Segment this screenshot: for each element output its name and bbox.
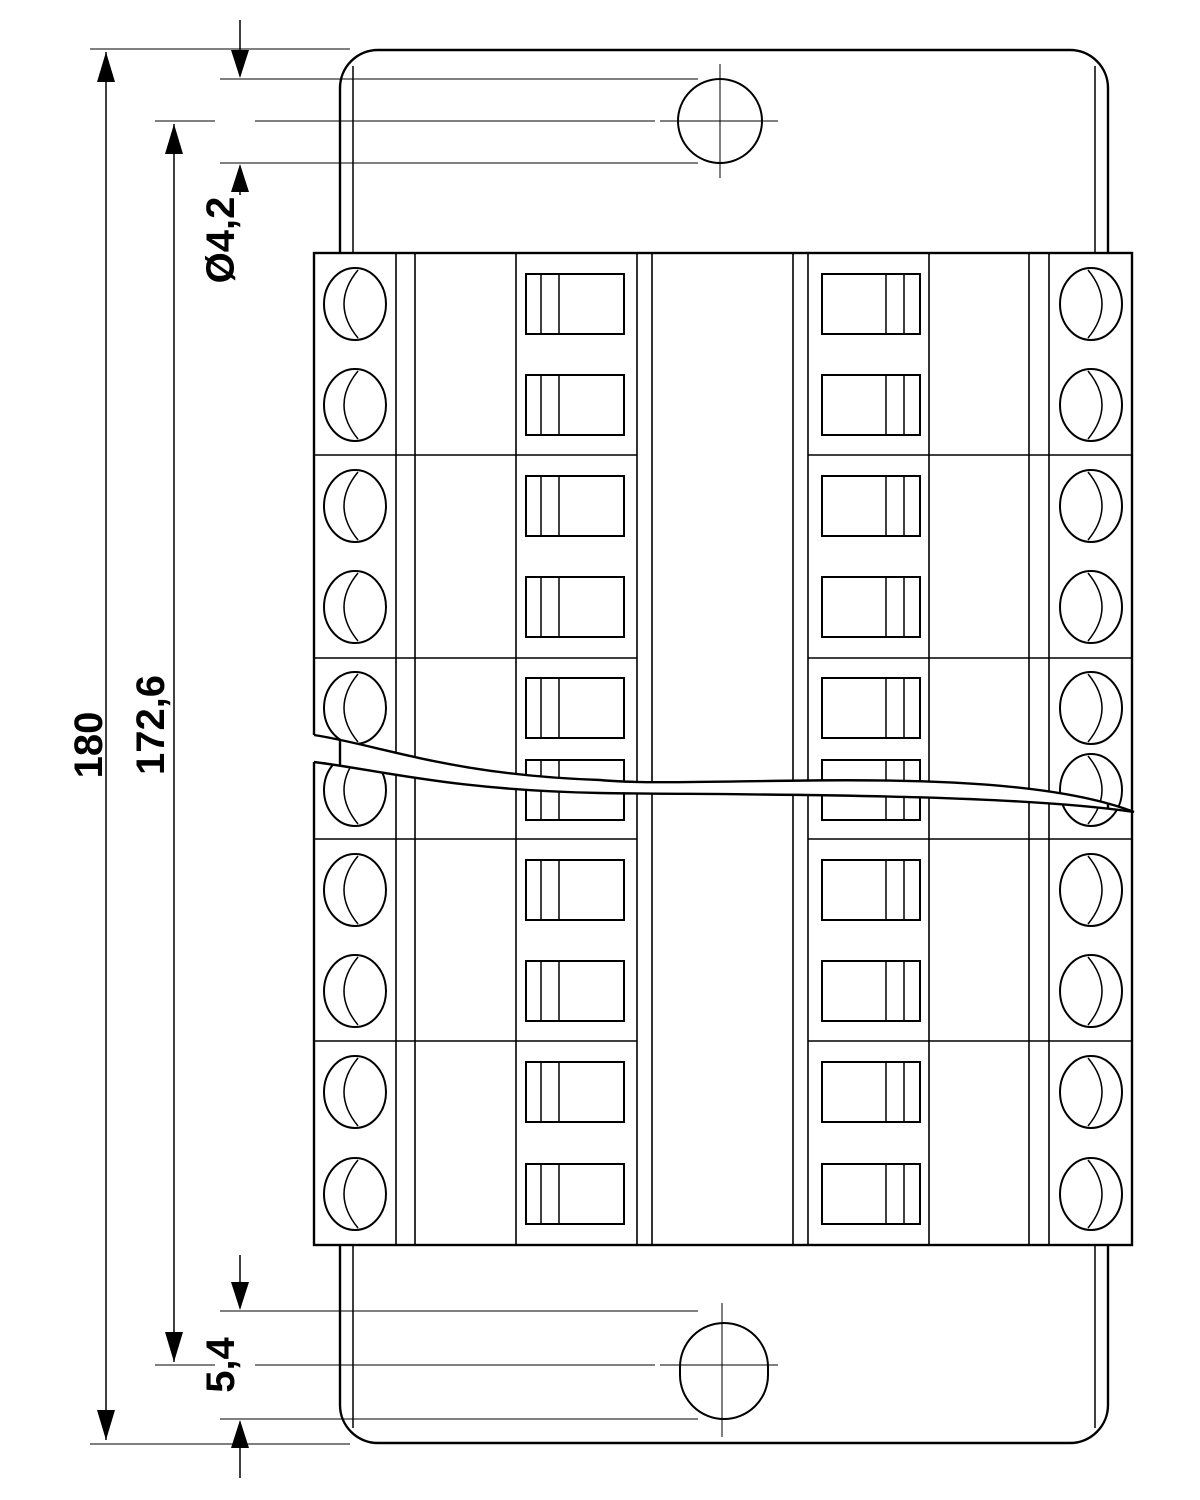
test-socket-right: [821, 475, 921, 537]
screw-slot-left: [343, 269, 359, 339]
dimension-slot-width: 5,4: [199, 1255, 698, 1478]
screw-slot-left: [343, 370, 359, 440]
screw-icon-right: [1059, 267, 1123, 341]
screw-icon-right: [1059, 954, 1123, 1028]
dimension-hole-spacing: 172,6: [129, 120, 655, 1366]
test-socket-left: [525, 677, 625, 739]
test-socket-left: [525, 960, 625, 1022]
screw-icon-right: [1059, 368, 1123, 442]
screw-slot-right: [1087, 755, 1103, 812]
dim-5-4-label: 5,4: [199, 1336, 243, 1392]
screw-icon-right: [1059, 469, 1123, 543]
screw-slot-left: [343, 673, 359, 743]
test-socket-right: [821, 677, 921, 739]
dim-180-label: 180: [67, 712, 111, 779]
terminal-block-lower: [312, 760, 1134, 1247]
screw-slot-right: [1087, 1159, 1103, 1229]
screw-slot-left: [343, 471, 359, 541]
screw-icon-right: [1059, 570, 1123, 644]
test-socket-left: [525, 859, 625, 921]
screw-icon-left: [323, 267, 387, 341]
dimension-hole-diameter: Ø4,2: [199, 20, 698, 283]
screw-slot-right: [1087, 370, 1103, 440]
screw-slot-right: [1087, 572, 1103, 642]
mounting-slot-bottom: [660, 1303, 778, 1437]
dim-diameter-label: Ø4,2: [199, 197, 243, 284]
test-socket-left: [525, 475, 625, 537]
test-socket-right: [821, 576, 921, 638]
mounting-hole-top: [660, 64, 778, 178]
test-socket-left: [525, 1061, 625, 1123]
test-socket-right: [821, 273, 921, 335]
screw-icon-right: [1059, 671, 1123, 745]
screw-slot-right: [1087, 1057, 1103, 1127]
test-socket-left: [525, 273, 625, 335]
test-socket-left: [525, 576, 625, 638]
screw-icon-left: [323, 469, 387, 543]
screw-slot-right: [1087, 956, 1103, 1026]
screw-icon-left: [323, 368, 387, 442]
screw-slot-left: [343, 1159, 359, 1229]
terminal-housing: [312, 760, 1134, 1247]
screw-icon-right: [1059, 1157, 1123, 1231]
screw-slot-right: [1087, 471, 1103, 541]
test-socket-right: [821, 859, 921, 921]
screw-slot-left: [343, 1057, 359, 1127]
screw-icon-left: [323, 1055, 387, 1129]
screw-icon-right: [1059, 853, 1123, 927]
screw-icon-left: [323, 954, 387, 1028]
test-socket-right: [821, 960, 921, 1022]
screw-icon-left: [323, 570, 387, 644]
screw-slot-right: [1087, 855, 1103, 925]
screw-slot-left: [343, 855, 359, 925]
break-line: [313, 733, 1135, 814]
screw-icon-right: [1059, 753, 1123, 812]
screw-icon-left: [323, 853, 387, 927]
dim-172-6-label: 172,6: [129, 675, 173, 775]
screw-icon-left: [323, 760, 387, 827]
test-socket-right: [821, 1061, 921, 1123]
test-socket-left: [525, 1163, 625, 1225]
screw-slot-right: [1087, 673, 1103, 743]
screw-slot-left: [343, 956, 359, 1026]
test-socket-right: [821, 1163, 921, 1225]
screw-slot-left: [343, 572, 359, 642]
dimension-overall: 180: [67, 48, 350, 1445]
test-socket-left: [525, 374, 625, 436]
screw-slot-right: [1087, 269, 1103, 339]
screw-icon-left: [323, 1157, 387, 1231]
test-socket-right: [821, 374, 921, 436]
screw-icon-right: [1059, 1055, 1123, 1129]
